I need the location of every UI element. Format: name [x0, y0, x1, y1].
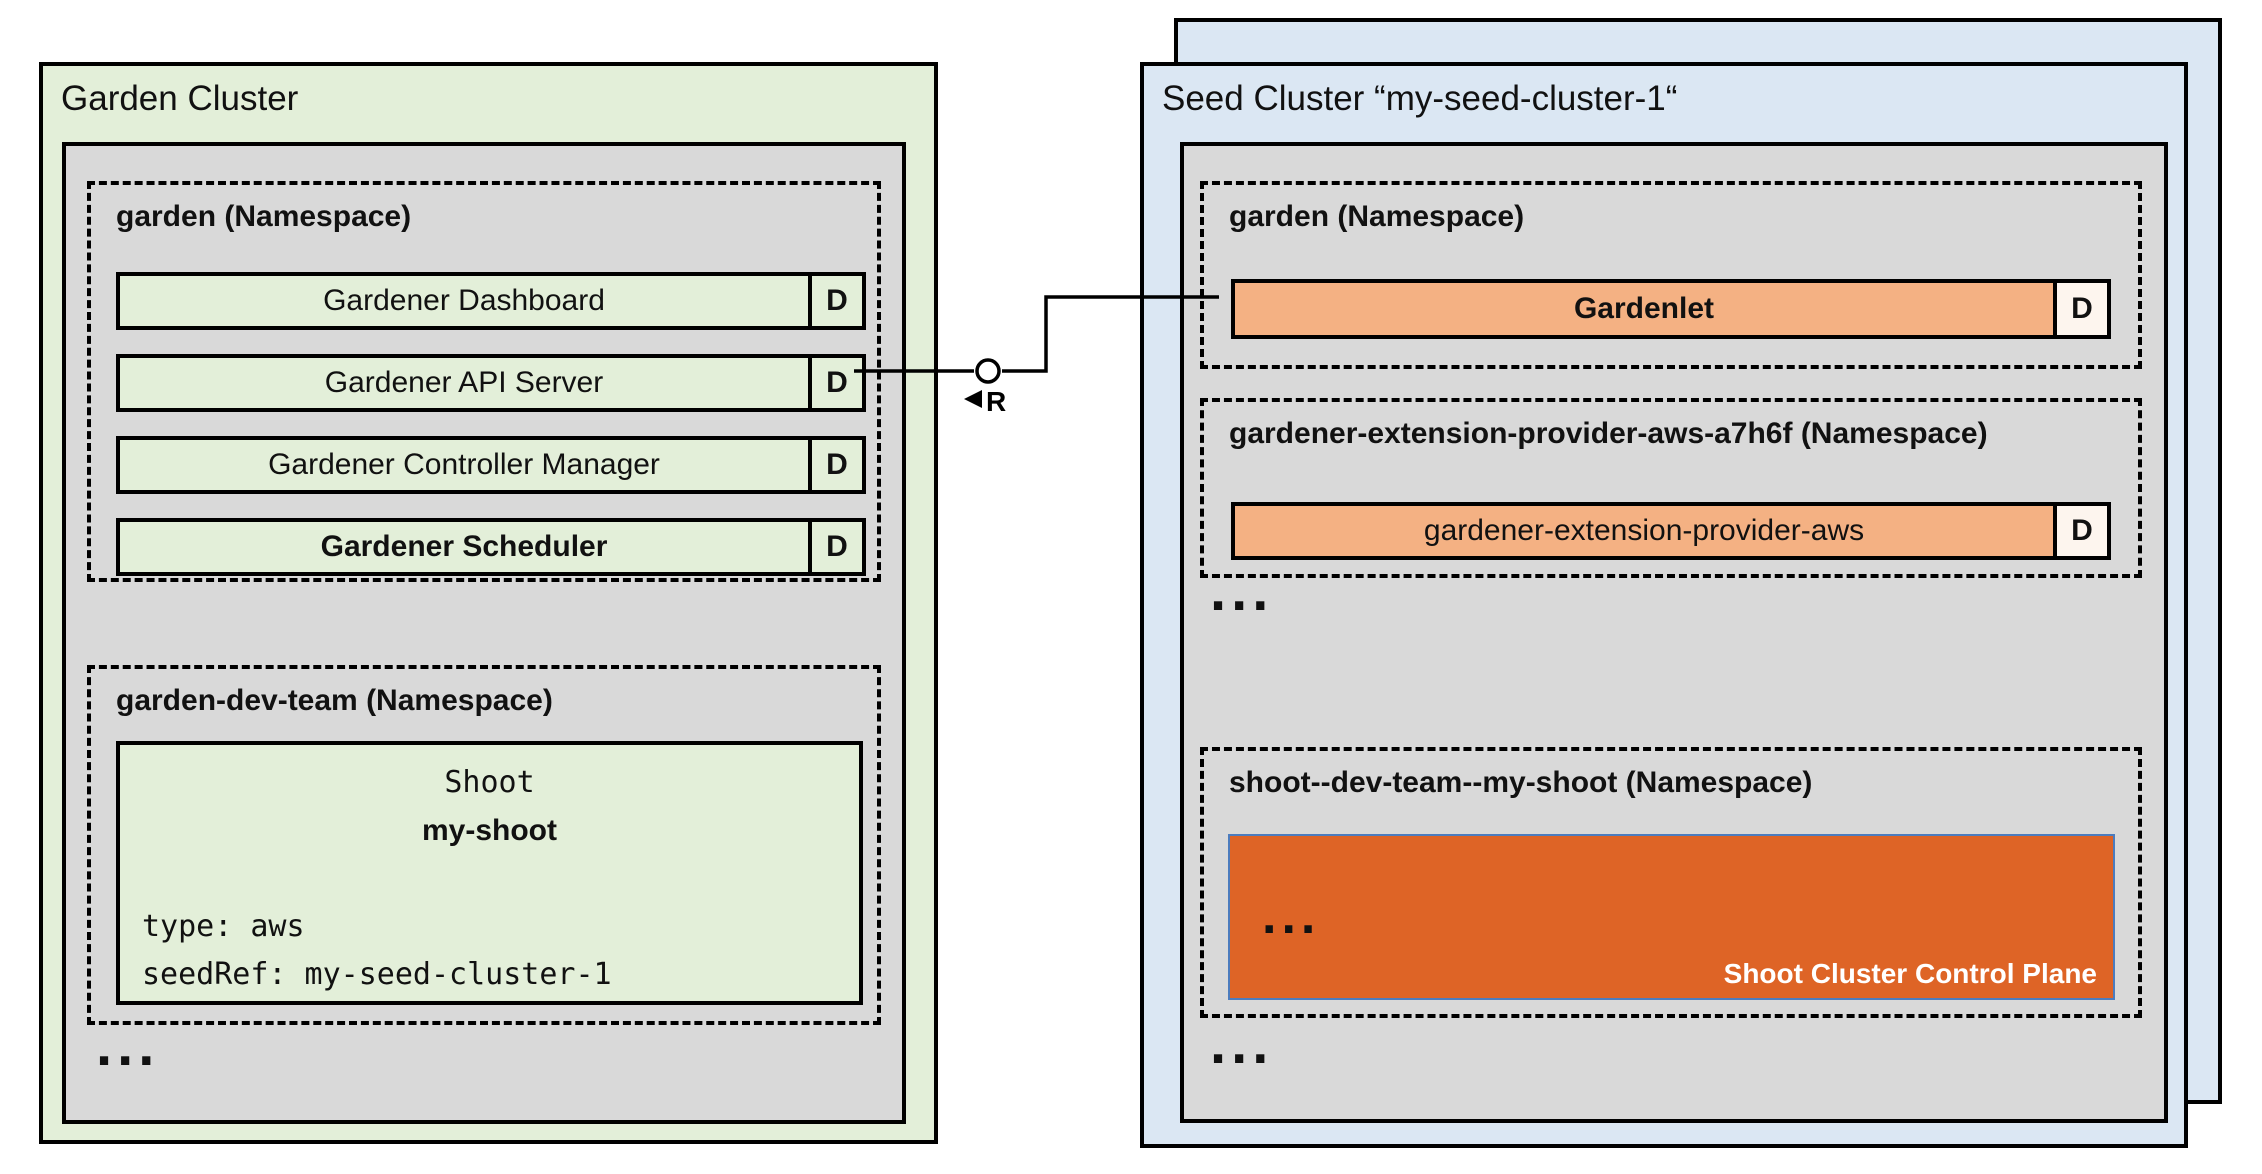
required-interface-arrow-icon — [964, 390, 982, 408]
component-extension-provider-aws-label: gardener-extension-provider-aws — [1231, 502, 2057, 560]
namespace-garden-right: garden (Namespace) Gardenlet D — [1200, 181, 2142, 369]
garden-cluster-box: Garden Cluster garden (Namespace) Garden… — [39, 62, 938, 1144]
namespace-garden-dev-team: garden-dev-team (Namespace) Shoot my-sho… — [87, 665, 881, 1025]
shoot-resource-card: Shoot my-shoot type: aws seedRef: my-see… — [116, 741, 863, 1005]
namespace-garden-right-label: garden (Namespace) — [1229, 200, 1525, 233]
control-plane-caption: Shoot Cluster Control Plane — [1723, 958, 2097, 989]
component-gardener-controller-manager: Gardener Controller Manager D — [116, 436, 866, 494]
shoot-spec-type: type: aws — [142, 909, 305, 944]
component-gardenlet: Gardenlet D — [1231, 279, 2111, 339]
component-gardener-scheduler-label: Gardener Scheduler — [116, 518, 812, 576]
component-gardener-dashboard: Gardener Dashboard D — [116, 272, 866, 330]
component-extension-provider-aws: gardener-extension-provider-aws D — [1231, 502, 2111, 560]
deployment-badge: D — [808, 518, 866, 576]
deployment-badge: D — [2053, 502, 2111, 560]
shoot-kind: Shoot — [444, 765, 535, 800]
namespace-garden-dev-team-label: garden-dev-team (Namespace) — [116, 684, 553, 717]
garden-cluster-title: Garden Cluster — [61, 79, 299, 118]
component-gardener-dashboard-label: Gardener Dashboard — [116, 272, 812, 330]
namespace-extension-provider-aws: gardener-extension-provider-aws-a7h6f (N… — [1200, 398, 2142, 578]
component-gardener-scheduler: Gardener Scheduler D — [116, 518, 866, 576]
component-gardener-controller-manager-label: Gardener Controller Manager — [116, 436, 812, 494]
deployment-badge: D — [2053, 279, 2111, 339]
namespace-shoot-dev-team-my-shoot: shoot--dev-team--my-shoot (Namespace) ..… — [1200, 747, 2142, 1018]
seed-more-ellipsis: ... — [1210, 1011, 1274, 1076]
deployment-badge: D — [808, 436, 866, 494]
namespace-garden-left-label: garden (Namespace) — [116, 200, 412, 233]
required-interface-label: R — [986, 386, 1006, 417]
provided-interface-circle — [975, 358, 1001, 384]
seed-cluster-box: Seed Cluster “my-seed-cluster-1“ garden … — [1140, 62, 2188, 1148]
component-gardener-api-server: Gardener API Server D — [116, 354, 866, 412]
component-gardener-api-server-label: Gardener API Server — [116, 354, 812, 412]
seed-cluster-title: Seed Cluster “my-seed-cluster-1“ — [1162, 79, 1678, 118]
shoot-cluster-control-plane-box: ... Shoot Cluster Control Plane — [1228, 834, 2115, 1000]
shoot-spec-seedref: seedRef: my-seed-cluster-1 — [142, 957, 612, 992]
garden-more-ellipsis: ... — [96, 1013, 160, 1078]
deployment-badge: D — [808, 272, 866, 330]
namespace-garden-left: garden (Namespace) Gardener Dashboard D … — [87, 181, 881, 582]
shoot-blank-line — [120, 855, 859, 903]
component-gardenlet-label: Gardenlet — [1231, 279, 2057, 339]
seed-cluster-panel: garden (Namespace) Gardenlet D gardener-… — [1180, 142, 2168, 1123]
control-plane-ellipsis: ... — [1262, 887, 1321, 945]
deployment-badge: D — [808, 354, 866, 412]
shoot-name: my-shoot — [422, 814, 557, 847]
garden-cluster-panel: garden (Namespace) Gardener Dashboard D … — [62, 142, 906, 1124]
namespace-shoot-dev-team-my-shoot-label: shoot--dev-team--my-shoot (Namespace) — [1229, 766, 1813, 799]
namespace-extension-provider-aws-label: gardener-extension-provider-aws-a7h6f (N… — [1229, 417, 1988, 450]
seed-more-namespaces-ellipsis: ... — [1210, 558, 1274, 623]
